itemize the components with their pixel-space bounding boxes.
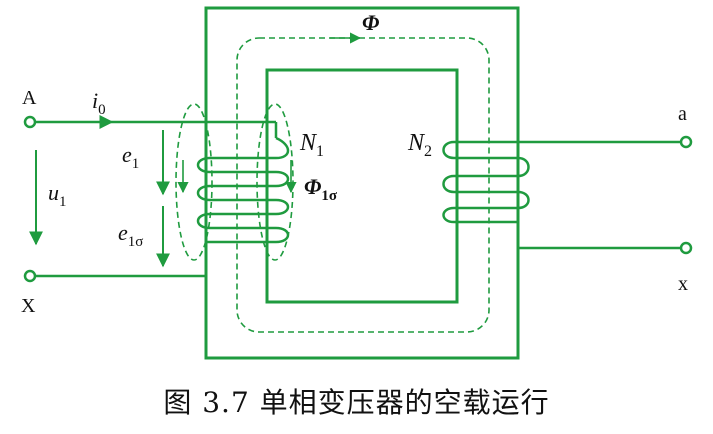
voltage-label: u1 [48,180,67,210]
terminal-A-label: A [22,87,37,109]
terminal-x-dot[interactable] [679,241,693,255]
secondary-winding [442,140,683,224]
core-window [265,68,459,304]
terminal-A-dot[interactable] [23,115,37,129]
core-outer [204,6,520,360]
terminal-a-label: a [678,103,687,125]
primary-winding [196,122,290,244]
leak-emf-label: e1σ [118,220,143,250]
terminal-X-label: X [21,295,36,317]
transformer-diagram: Φ A X a x i0 u1 e1 e1σ N1 N2 Φ1σ [21,6,693,360]
winding2-label: N2 [407,130,432,160]
leakage-flux-left-loop [175,103,213,261]
figure-caption: 图 3.7 单相变压器的空载运行 [163,386,550,419]
current-label: i0 [92,88,106,118]
emf-label: e1 [122,142,139,172]
terminal-x-label: x [678,273,688,295]
terminal-X-dot[interactable] [23,269,37,283]
leak-flux-label: Φ1σ [304,174,338,204]
terminal-a-dot[interactable] [679,135,693,149]
winding1-label: N1 [299,130,324,160]
main-flux-label: Φ [362,10,379,35]
